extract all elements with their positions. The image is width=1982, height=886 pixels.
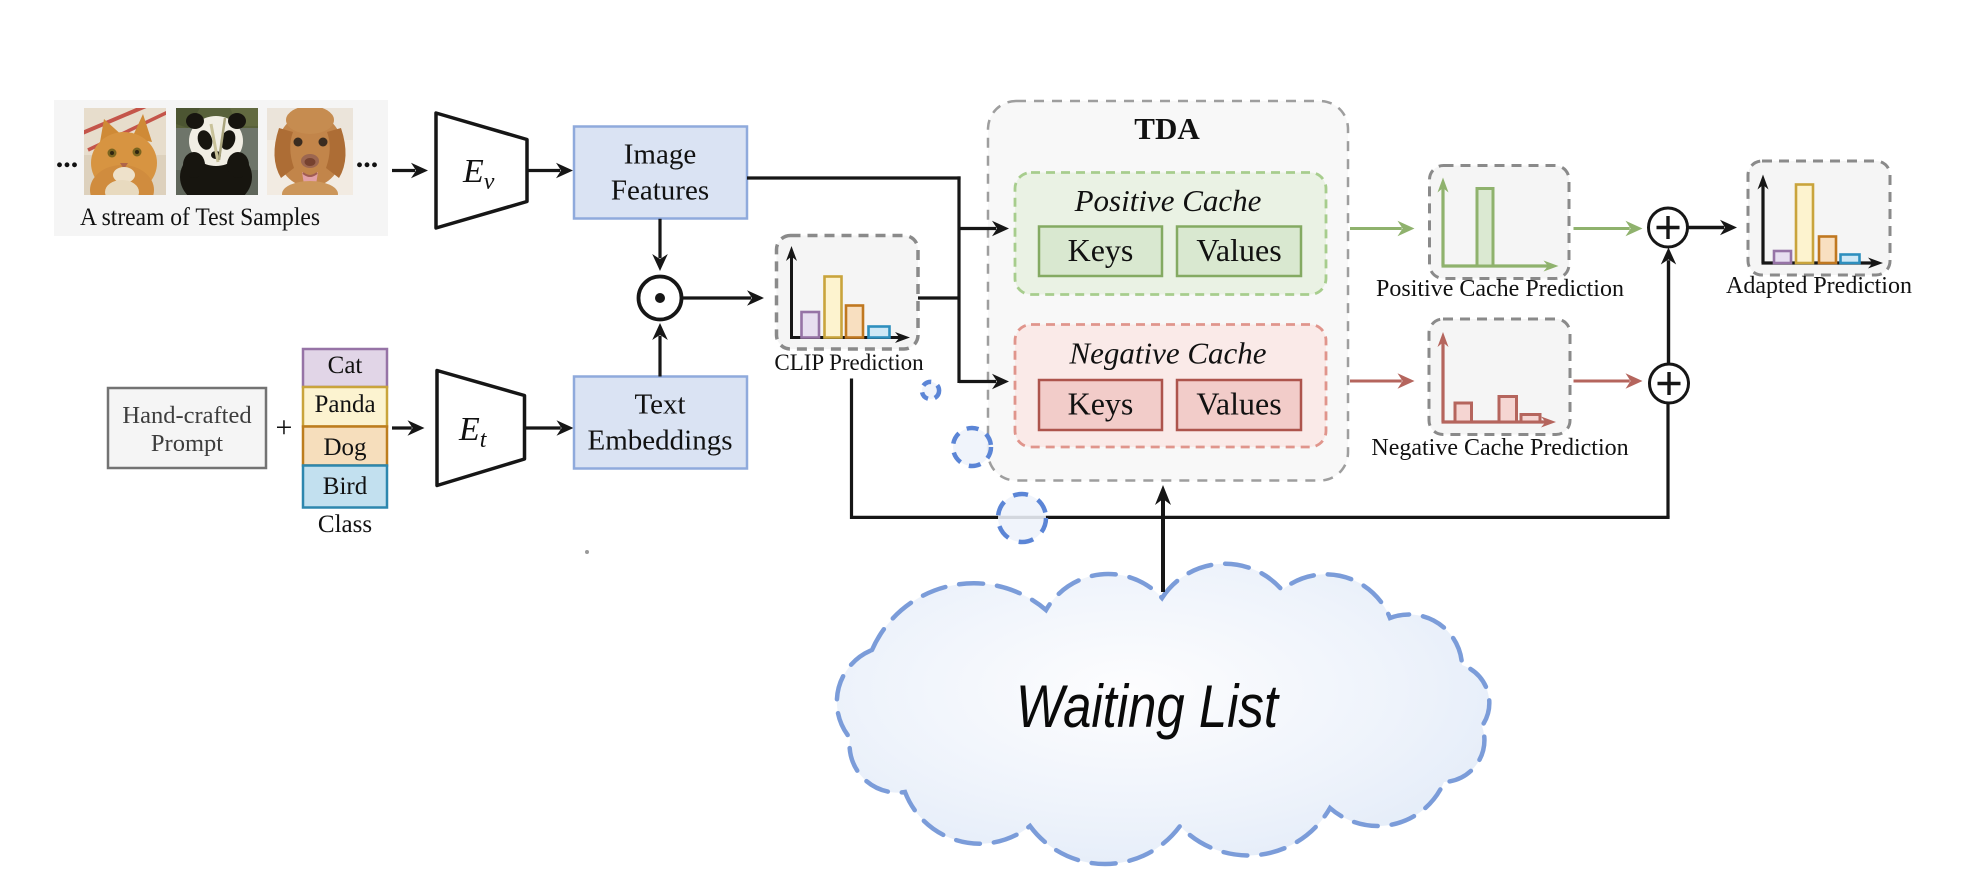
svg-text:Adapted Prediction: Adapted Prediction [1726,273,1912,299]
svg-text:Embeddings: Embeddings [588,425,733,457]
svg-text:Ev: Ev [462,153,495,195]
svg-text:...: ... [56,141,79,174]
svg-text:Dog: Dog [323,434,367,461]
svg-text:+: + [276,411,293,444]
svg-text:Class: Class [318,511,372,538]
svg-text:Features: Features [611,175,709,207]
svg-text:A stream of Test Samples: A stream of Test Samples [80,204,320,231]
svg-text:Hand-crafted: Hand-crafted [122,402,251,429]
svg-text:CLIP Prediction: CLIP Prediction [774,350,924,375]
svg-text:Negative Cache Prediction: Negative Cache Prediction [1371,435,1628,461]
svg-text:Negative Cache: Negative Cache [1068,336,1266,371]
svg-text:Image: Image [624,139,696,171]
svg-text:Waiting List: Waiting List [1016,673,1280,740]
svg-text:Bird: Bird [323,473,368,500]
svg-text:Keys: Keys [1068,232,1134,268]
svg-text:Cat: Cat [328,352,363,379]
svg-text:Panda: Panda [314,391,375,418]
svg-text:Text: Text [634,389,685,421]
svg-text:Keys: Keys [1068,386,1134,422]
svg-text:Positive Cache: Positive Cache [1074,183,1262,218]
svg-text:Values: Values [1196,386,1281,422]
svg-text:TDA: TDA [1134,111,1200,146]
svg-text:Prompt: Prompt [151,430,223,457]
svg-text:...: ... [356,141,379,174]
svg-text:Values: Values [1196,232,1281,268]
svg-text:Positive Cache Prediction: Positive Cache Prediction [1376,276,1624,302]
